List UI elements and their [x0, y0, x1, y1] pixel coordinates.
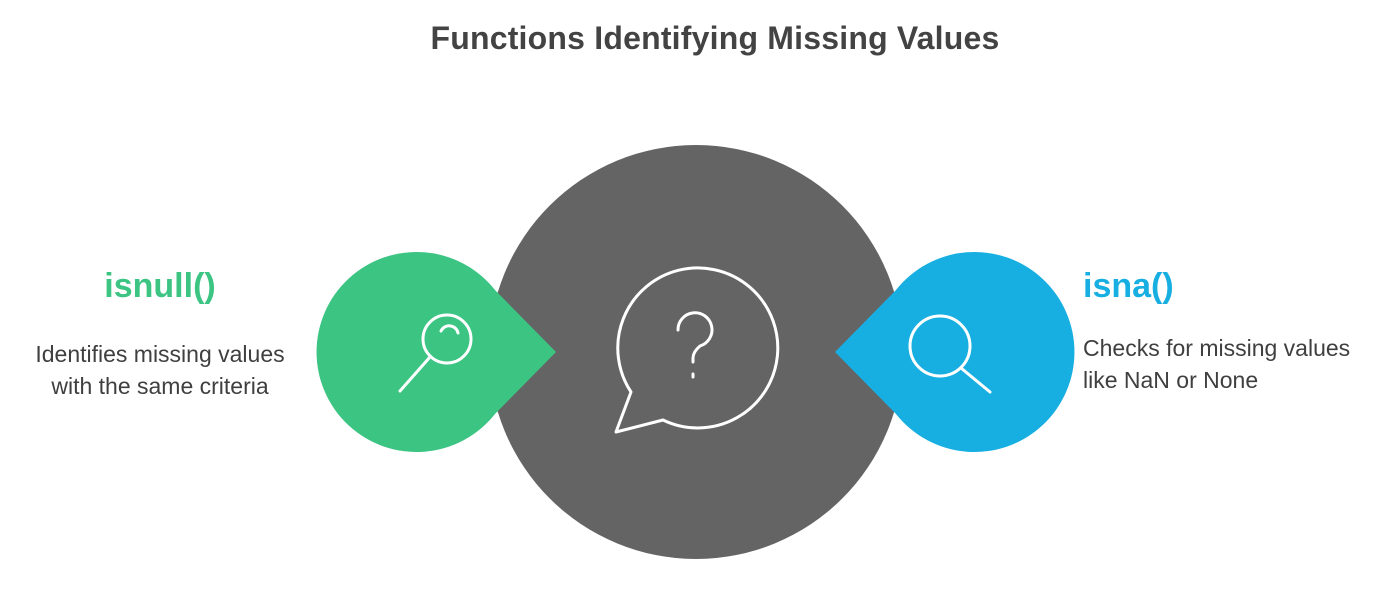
isnull-heading: isnull() [104, 267, 216, 305]
search-icon [908, 314, 992, 394]
magnifying-glass-icon [398, 313, 473, 393]
left-teardrop [316, 252, 556, 452]
isnull-description: Identifies missing values with the same … [35, 341, 285, 399]
right-teardrop [835, 252, 1075, 452]
isna-heading: isna() [1083, 267, 1174, 305]
question-speech-bubble-icon [614, 266, 780, 434]
isna-description: Checks for missing values like NaN or No… [1083, 335, 1351, 393]
diagram-title: Functions Identifying Missing Values [430, 20, 1000, 56]
